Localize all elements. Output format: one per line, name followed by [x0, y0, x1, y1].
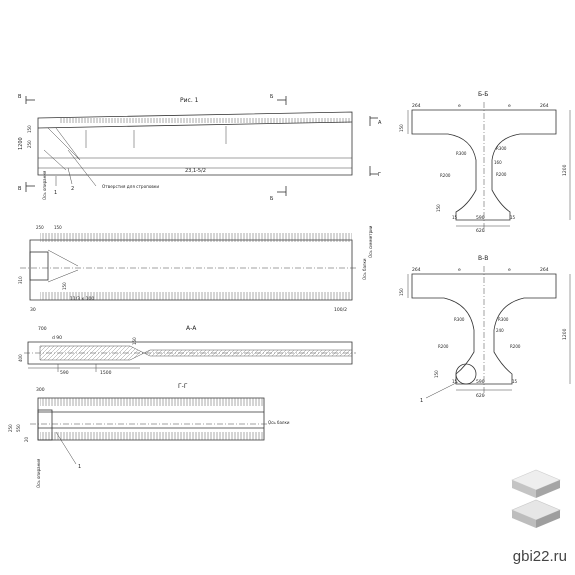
cross-v-dim-590: 590 [476, 379, 485, 385]
plan-dim-right: 100/2 [334, 307, 347, 313]
section-g-bottom-ticks [40, 432, 264, 440]
cross-v-dim-e-right: e [508, 268, 511, 273]
section-g-dim-250: 250 [8, 424, 13, 432]
cross-b-dim-150: 150 [399, 124, 404, 132]
section-g-dim-20: 20 [24, 436, 29, 442]
marker-g-right: Г [378, 172, 381, 178]
elevation-top-dim: 150 [27, 125, 32, 133]
plan-dim-stack: 310 [18, 276, 23, 284]
marker-b-top: Б [270, 94, 274, 100]
cross-b-dim-15-right: 15 [510, 215, 516, 220]
cross-v-dim-e-left: e [458, 268, 461, 273]
cross-v-dim-150: 150 [399, 288, 404, 296]
marker-v-bottom: В [18, 186, 22, 192]
section-a-dim-400: 400 [18, 354, 23, 362]
cross-v-callout: 1 [420, 398, 423, 404]
section-a-dim-150: 150 [132, 337, 137, 345]
section-g-g: Г-Г 300 250 550 20 1 Ось балки Ось опира… [8, 383, 290, 488]
cross-b-r200-right: R200 [496, 172, 507, 177]
cross-v-dim-15-right: 15 [512, 379, 518, 384]
cross-b-dim-264-right: 264 [540, 103, 549, 109]
elevation-callout-2: 2 [71, 186, 74, 192]
marker-b-bottom: Б [270, 196, 274, 202]
cross-v-detail-circle [455, 363, 477, 385]
cross-b-dim-15-left: 15 [452, 215, 458, 220]
cross-v-dim-15-left: 15 [452, 379, 458, 384]
cross-b-dim-620: 620 [476, 228, 485, 234]
beam-plan: 11/3 x 100 30 100/2 250 150 310 150 Ось … [18, 225, 373, 313]
cross-v-dim-stack: 150 [434, 370, 439, 378]
cross-b-dim-e-left: e [458, 104, 461, 109]
cross-v-r300-left: R300 [454, 317, 465, 322]
section-g-top-ticks [40, 398, 264, 406]
cross-v-r200-right: R200 [510, 344, 521, 349]
plan-dim-inner: 150 [62, 282, 67, 290]
plan-top-ticks [40, 233, 352, 242]
figure-title: Рис. 1 [180, 97, 199, 104]
plan-axis-beam: Ось балки [362, 258, 367, 280]
section-a-title: А-А [186, 325, 197, 332]
elevation-callout-1: 1 [54, 190, 57, 196]
section-a-hatch [39, 345, 353, 361]
cross-v-dim-620: 620 [476, 393, 485, 399]
cross-v-dim-264-left: 264 [412, 267, 421, 273]
elevation-mid-dim: 250 [27, 140, 32, 148]
section-a-dim-d: d 90 [52, 335, 62, 341]
section-g-title: Г-Г [178, 383, 188, 390]
cross-b-dim-1200: 1200 [562, 164, 568, 176]
cross-v-r200-left: R200 [438, 344, 449, 349]
cross-b-dim-264-left: 264 [412, 103, 421, 109]
section-g-callout: 1 [78, 464, 81, 470]
elevation-note-holes: Отверстия для строповки [102, 184, 159, 189]
brand-text[interactable]: gbi22.ru [512, 548, 567, 565]
section-g-axis-support: Ось опирания [36, 458, 41, 488]
section-a-dim-590: 590 [60, 370, 69, 376]
section-g-dim-550: 550 [16, 424, 21, 432]
brand-logo [511, 469, 561, 528]
elevation-axis-support: Ось опирания [42, 170, 47, 200]
cross-b-dim-stack: 150 [436, 204, 441, 212]
cross-b-dim-590: 590 [476, 215, 485, 221]
plan-dim-150: 150 [54, 225, 62, 230]
elevation-height-dim: 1200 [18, 137, 24, 150]
cross-b-dim-e-right: e [508, 104, 511, 109]
section-a-a: А-А 700 d 90 590 1500 400 150 [18, 325, 356, 376]
elevation-beam-outline [37, 111, 353, 176]
cross-b-title: Б-Б [478, 91, 488, 98]
cross-b-dim-160: 160 [494, 160, 502, 165]
cross-section-v-v: В-В 1 264 e e 264 150 1200 R300 R300 R20… [399, 255, 571, 404]
elevation-length-dim: 23,1-5/2 [185, 168, 206, 174]
plan-axis-sym: Ось симметрии [368, 225, 373, 258]
elevation-top-hatch [60, 118, 352, 123]
beam-elevation: Рис. 1 В Б А Г Б В 23,1-5/2 1200 150 250… [18, 94, 382, 202]
marker-v-top: В [18, 94, 22, 100]
cross-b-r300-right: R300 [496, 146, 507, 151]
plan-bottom-ticks [40, 292, 352, 300]
plan-dim-250: 250 [36, 225, 44, 230]
section-a-outline [27, 341, 353, 365]
cross-b-profile [411, 109, 557, 221]
cross-v-r300-right: R300 [498, 317, 509, 322]
section-g-dim-300: 300 [36, 387, 45, 393]
cross-b-r300-left: R300 [456, 151, 467, 156]
section-a-dim-1500: 1500 [100, 370, 112, 376]
cross-b-r200-left: R200 [440, 173, 451, 178]
cross-v-profile [411, 273, 557, 385]
section-g-axis-beam: Ось балки [268, 420, 290, 425]
section-a-dim-700: 700 [38, 326, 47, 332]
cross-v-dim-240: 240 [496, 328, 504, 333]
marker-a-right: А [378, 120, 382, 126]
plan-dim-left: 30 [30, 307, 36, 313]
cross-v-title: В-В [478, 255, 488, 262]
plan-outline [29, 239, 353, 301]
cross-v-dim-264-right: 264 [540, 267, 549, 273]
plan-dim-total: 11/3 x 100 [70, 296, 94, 302]
cross-v-dim-1200: 1200 [562, 328, 568, 340]
cross-section-b-b: Б-Б 264 e e 264 150 1200 R300 R300 R200 … [399, 91, 571, 234]
